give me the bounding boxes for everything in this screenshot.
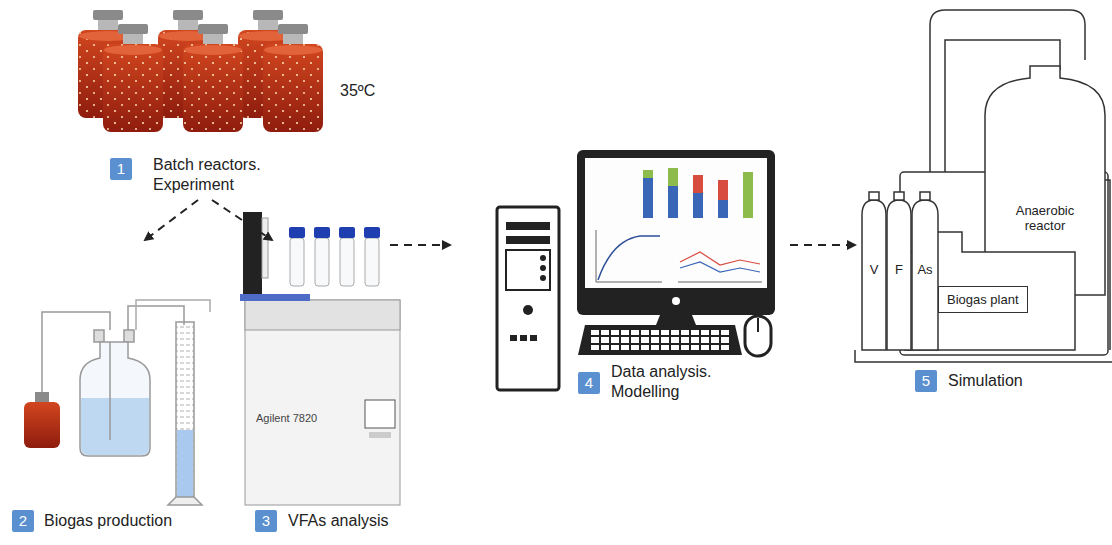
gas-cylinder: As xyxy=(912,200,938,350)
callout-number: 5 xyxy=(915,370,937,392)
dashed-arrow xyxy=(390,244,450,246)
callout-number: 1 xyxy=(110,158,132,180)
instrument-label: Agilent 7820 xyxy=(256,412,317,424)
reactor-tank: Anaerobic reactor xyxy=(985,75,1105,290)
step-label: Biogas production xyxy=(44,511,172,531)
step-group: 5 Simulation VFAs Anaerobic reactorBiogas p… xyxy=(855,5,1107,405)
dashed-arrow xyxy=(145,200,198,240)
callout-number: 2 xyxy=(12,510,34,532)
plant-label-box: Biogas plant xyxy=(938,286,1028,313)
step-label: VFAs analysis xyxy=(288,511,388,531)
step-label: Batch reactors. Experiment xyxy=(153,155,283,195)
dashed-arrow xyxy=(790,244,855,246)
step-group: 2 Biogas production xyxy=(10,240,210,540)
step-group: 4 Data analysis. Modelling xyxy=(450,150,790,400)
plant-label: Biogas plant xyxy=(938,286,1028,313)
tank-label: As xyxy=(912,262,938,277)
step-group: 3 VFAs analysis xyxy=(240,240,390,540)
computer xyxy=(497,150,775,390)
tank-label: F xyxy=(887,262,911,277)
temperature-label: 35ºC xyxy=(340,82,375,100)
gas-cylinder: F xyxy=(887,200,911,350)
gas-cylinder: V xyxy=(862,200,886,350)
batch-bottles xyxy=(78,10,323,132)
callout-number: 4 xyxy=(578,372,600,394)
gas-chromatograph xyxy=(240,212,400,505)
tank-label: Anaerobic reactor xyxy=(1000,203,1090,233)
biogas-apparatus xyxy=(24,300,210,505)
biogas-plant-drawing xyxy=(855,10,1112,362)
step-label: Data analysis. Modelling xyxy=(611,362,741,402)
step-label: Simulation xyxy=(948,371,1023,391)
callout-number: 3 xyxy=(255,510,277,532)
dashed-arrow xyxy=(212,200,272,240)
tank-label: V xyxy=(862,262,886,277)
step-group: 1 Batch reactors. Experiment xyxy=(65,5,345,200)
